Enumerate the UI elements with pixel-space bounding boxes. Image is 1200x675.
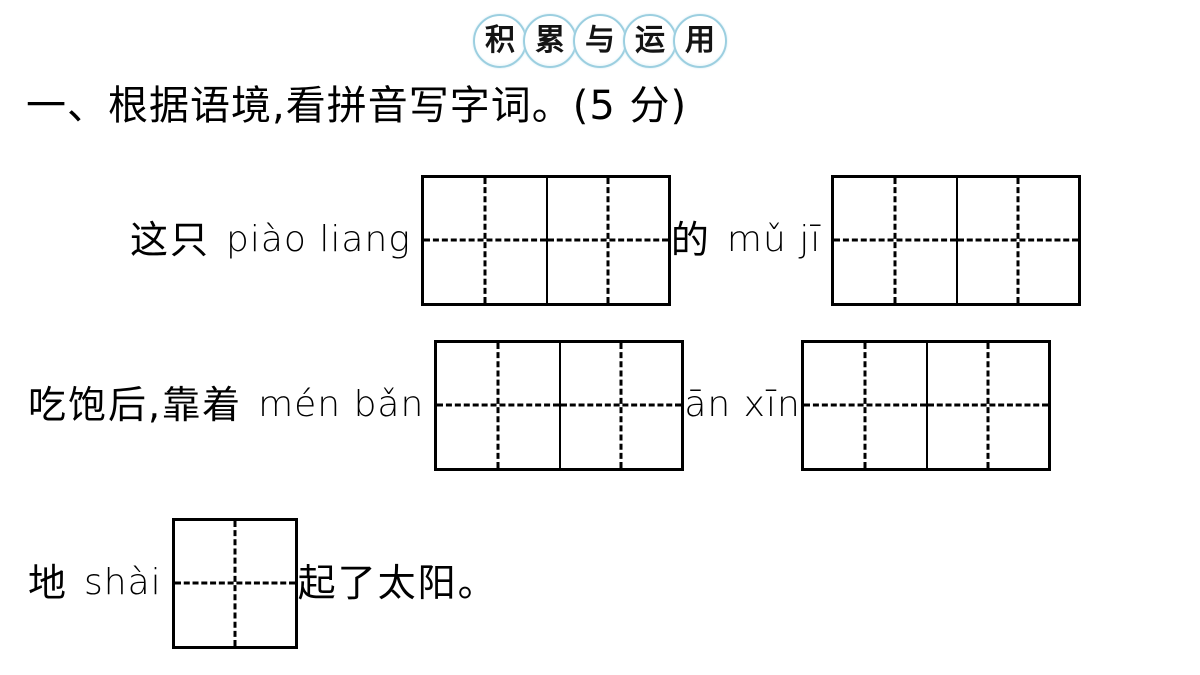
writing-grid-cell[interactable] [437, 343, 559, 468]
writing-grid-cell[interactable] [545, 177, 668, 303]
sentence-text: 这只 [130, 218, 211, 262]
title-char-glyph: 与 [585, 23, 615, 58]
writing-grid-cell[interactable] [956, 177, 1078, 303]
writing-grid-cell[interactable] [175, 521, 295, 646]
writing-grid-cell[interactable] [424, 178, 546, 303]
sentence-text: 吃饱后,靠着 [28, 383, 243, 427]
writing-grid-cell[interactable] [925, 342, 1048, 468]
title-char-glyph: 运 [635, 23, 665, 58]
sentence-text: 地 [28, 561, 69, 605]
title-char-glyph: 用 [685, 23, 715, 58]
pinyin-prompt: mǔ jī [726, 219, 822, 260]
question-line-3: 地 shài 起了太阳。 [28, 517, 498, 649]
question-line-2: 吃饱后,靠着 mén bǎn ān xīn [28, 339, 1051, 471]
title-char-1: 积 [473, 14, 527, 68]
writing-grid[interactable] [171, 517, 298, 649]
writing-grid[interactable] [831, 174, 1082, 306]
title-char-glyph: 积 [485, 23, 515, 58]
pinyin-prompt: mén bǎn [258, 384, 425, 425]
sentence-text: 起了太阳。 [297, 561, 498, 605]
sentence-text: 的 [670, 218, 711, 262]
writing-grid-cell[interactable] [804, 343, 926, 468]
question-line-1: 这只 piào liang 的 mǔ jī [130, 174, 1082, 306]
pinyin-prompt: piào liang [226, 219, 411, 260]
writing-grid[interactable] [800, 339, 1051, 471]
title-char-5: 用 [673, 14, 727, 68]
title-char-4: 运 [623, 14, 677, 68]
writing-grid[interactable] [420, 174, 671, 306]
title-char-glyph: 累 [535, 23, 565, 58]
title-char-3: 与 [573, 14, 627, 68]
writing-grid-cell[interactable] [834, 178, 956, 303]
section-heading: 一、根据语境,看拼音写字词。(5 分) [26, 83, 688, 129]
circle-ring-icon [673, 14, 727, 68]
section-title-banner: 积 累 与 运 用 [0, 12, 1200, 70]
pinyin-prompt: shài [84, 562, 162, 603]
circle-ring-icon [573, 14, 627, 68]
circle-ring-icon [523, 14, 577, 68]
circle-ring-icon [473, 14, 527, 68]
writing-grid[interactable] [434, 339, 685, 471]
writing-grid-cell[interactable] [559, 342, 681, 468]
title-char-2: 累 [523, 14, 577, 68]
pinyin-prompt: ān xīn [684, 384, 801, 425]
